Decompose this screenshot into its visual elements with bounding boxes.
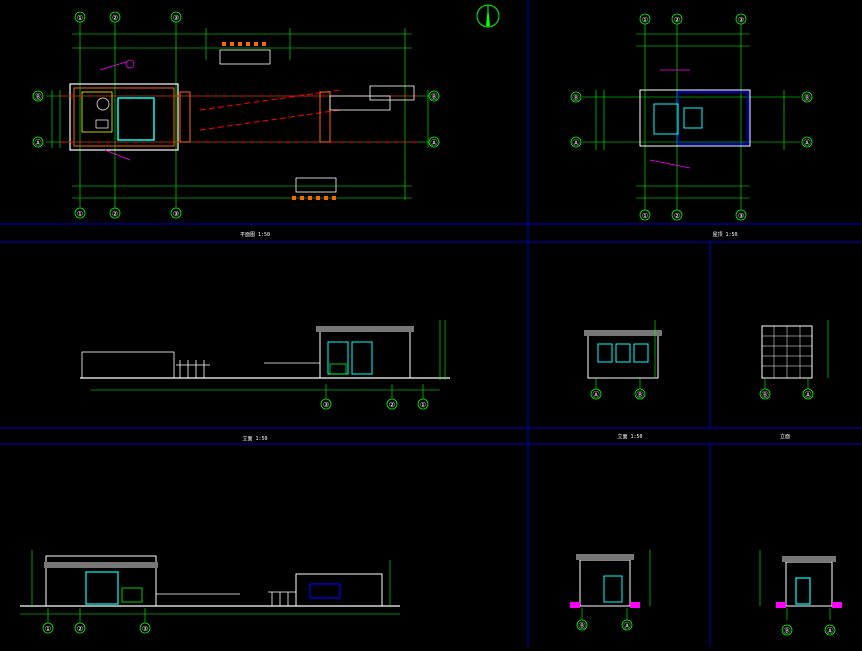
view-title-side-a: 立面 1:50 bbox=[617, 433, 642, 440]
elev-axis-2: ② bbox=[389, 401, 395, 409]
side-c-axis-a: Ⓐ bbox=[624, 622, 631, 630]
roof-axis-a-right: Ⓐ bbox=[804, 139, 811, 147]
axis-label-2-bottom: ② bbox=[112, 210, 118, 218]
long-elevation-bottom: ① ② ③ bbox=[20, 550, 400, 634]
roof-axis-3-bottom: ③ bbox=[738, 212, 744, 220]
axis-label-a-left: Ⓐ bbox=[35, 139, 42, 147]
side-a-axis-b: Ⓑ bbox=[637, 391, 644, 399]
roof-axis-2-bottom: ② bbox=[674, 212, 680, 220]
roof-axis-b-right: Ⓑ bbox=[804, 94, 811, 102]
side-d-axis-a: Ⓐ bbox=[827, 627, 834, 635]
long-elevation: ③ ② ① 立面 1:50 bbox=[80, 320, 450, 442]
axis-label-1-top: ① bbox=[77, 14, 83, 22]
axis-label-b-left: Ⓑ bbox=[35, 93, 42, 101]
roof-axis-b-left: Ⓑ bbox=[573, 94, 580, 102]
bottom-axis-1: ① bbox=[45, 625, 51, 633]
axis-label-a-right: Ⓐ bbox=[431, 139, 438, 147]
bottom-axis-2: ② bbox=[77, 625, 83, 633]
side-b-axis-a: Ⓐ bbox=[805, 391, 812, 399]
elev-axis-1: ① bbox=[420, 401, 426, 409]
axis-label-1-bottom: ① bbox=[77, 210, 83, 218]
side-elevation-c: Ⓑ Ⓐ bbox=[570, 550, 651, 631]
roof-axis-2-top: ② bbox=[674, 16, 680, 24]
side-elevation-b: Ⓑ Ⓐ 立面 bbox=[759, 320, 829, 440]
main-floor-plan: ① ② ③ ① ② ③ Ⓑ Ⓐ Ⓑ Ⓐ 平面图 1:50 bbox=[32, 11, 440, 238]
axis-label-b-right: Ⓑ bbox=[431, 93, 438, 101]
roof-axis-a-left: Ⓐ bbox=[573, 139, 580, 147]
axis-label-2-top: ② bbox=[112, 14, 118, 22]
axis-label-3-bottom: ③ bbox=[173, 210, 179, 218]
side-b-axis-b: Ⓑ bbox=[762, 391, 769, 399]
axis-label-3-top: ③ bbox=[173, 14, 179, 22]
view-title-elevation: 立面 1:50 bbox=[242, 435, 267, 442]
roof-axis-3-top: ③ bbox=[738, 16, 744, 24]
side-elevation-d: Ⓑ Ⓐ bbox=[759, 550, 842, 636]
roof-axis-1-top: ① bbox=[642, 16, 648, 24]
side-a-axis-a: Ⓐ bbox=[593, 391, 600, 399]
bottom-axis-3: ③ bbox=[142, 625, 148, 633]
north-arrow-icon bbox=[476, 4, 500, 28]
view-title-side-b: 立面 bbox=[780, 433, 790, 440]
roof-axis-1-bottom: ① bbox=[642, 212, 648, 220]
side-elevation-a: Ⓐ Ⓑ 立面 1:50 bbox=[584, 320, 662, 440]
view-title-roof: 屋顶 1:50 bbox=[712, 232, 737, 238]
side-c-axis-b: Ⓑ bbox=[579, 622, 586, 630]
side-d-axis-b: Ⓑ bbox=[784, 627, 791, 635]
view-title-plan: 平面图 1:50 bbox=[240, 232, 270, 238]
roof-plan: ① ② ③ ① ② ③ Ⓑ Ⓐ Ⓑ Ⓐ 屋顶 1:50 bbox=[570, 13, 813, 238]
elev-axis-3: ③ bbox=[323, 401, 329, 409]
